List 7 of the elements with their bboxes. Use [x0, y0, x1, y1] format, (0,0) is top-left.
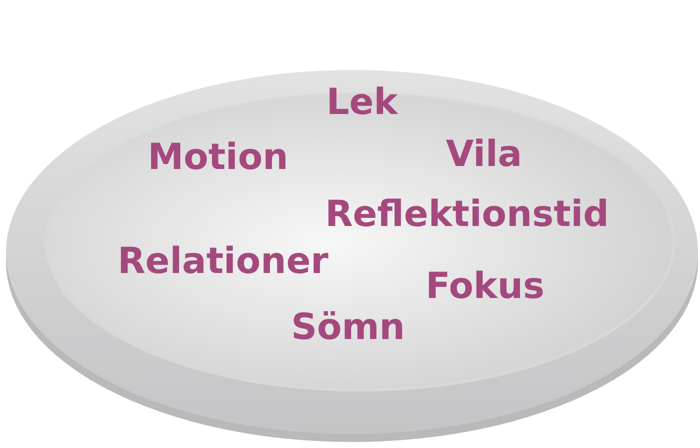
plate-word: Vila [446, 137, 522, 173]
plate-word: Relationer [118, 244, 328, 280]
plate-word: Motion [148, 140, 288, 176]
plate-word: Lek [326, 85, 398, 121]
plate-word: Sömn [291, 310, 405, 346]
plate-word: Reflektionstid [325, 197, 609, 233]
plate-word: Fokus [426, 269, 544, 305]
